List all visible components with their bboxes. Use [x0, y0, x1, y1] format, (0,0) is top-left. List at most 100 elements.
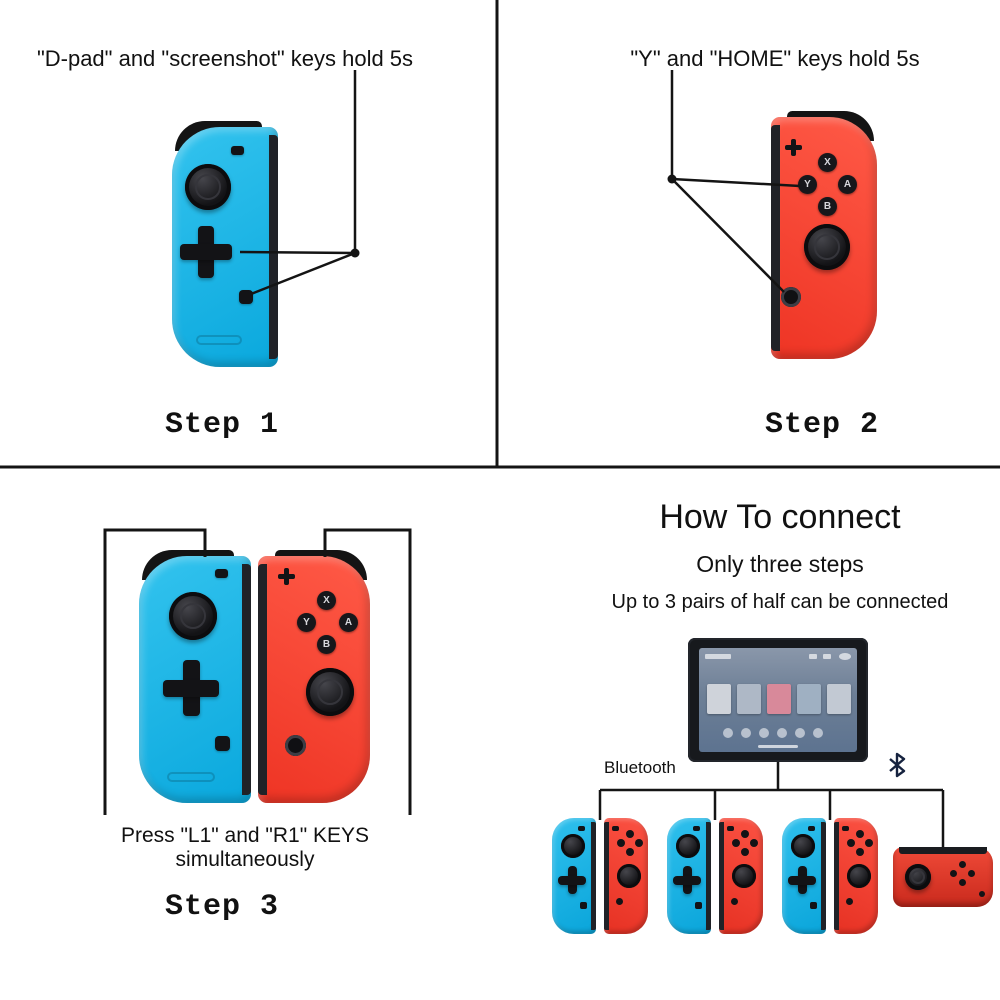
joycon-rail	[604, 822, 609, 930]
capture-button	[580, 902, 587, 909]
button-b: B	[317, 635, 336, 654]
home-button	[781, 287, 801, 307]
button-x: X	[317, 591, 336, 610]
analog-stick	[847, 864, 871, 888]
step3-caption: Press "L1" and "R1" KEYS simultaneously	[120, 824, 370, 871]
button-x	[626, 830, 634, 838]
joycon-right-red-step2: X Y A B	[771, 111, 877, 359]
minus-button	[231, 146, 244, 155]
button-x	[741, 830, 749, 838]
switch-console	[688, 638, 868, 762]
analog-stick	[791, 834, 815, 858]
analog-stick	[732, 864, 756, 888]
dpad	[673, 866, 701, 894]
button-y: Y	[297, 613, 316, 632]
joycon-rail	[242, 564, 251, 795]
mini-joycon-right	[719, 818, 763, 934]
plus-button	[785, 139, 802, 156]
dpad	[163, 660, 219, 716]
analog-stick	[306, 668, 354, 716]
button-y	[847, 839, 855, 847]
step2-label: Step 2	[764, 408, 880, 442]
console-screen	[699, 648, 857, 752]
joycon-rail	[591, 822, 596, 930]
home-button	[846, 898, 853, 905]
joycon-rail	[258, 564, 267, 795]
button-y	[950, 870, 957, 877]
callout-dot	[667, 174, 677, 184]
connect-subtitle: Only three steps	[696, 551, 864, 577]
joycon-rail	[706, 822, 711, 930]
joycon-rail	[834, 822, 839, 930]
button-a	[750, 839, 758, 847]
button-b	[741, 848, 749, 856]
button-a	[865, 839, 873, 847]
minus-button	[215, 569, 228, 578]
home-button	[616, 898, 623, 905]
connect-title: How To connect	[659, 498, 901, 536]
plus-button	[612, 826, 619, 831]
button-y	[617, 839, 625, 847]
button-a: A	[339, 613, 358, 632]
minus-button	[578, 826, 585, 831]
plus-button	[842, 826, 849, 831]
minus-button	[808, 826, 815, 831]
analog-stick	[561, 834, 585, 858]
home-button	[979, 891, 985, 897]
analog-stick	[905, 864, 931, 890]
joycon-left-blue-step1	[172, 121, 278, 367]
connect-note: Up to 3 pairs of half can be connected	[611, 591, 949, 613]
button-x	[959, 861, 966, 868]
capture-button	[810, 902, 817, 909]
button-b	[626, 848, 634, 856]
home-button	[285, 735, 306, 756]
dpad	[558, 866, 586, 894]
capture-button	[695, 902, 702, 909]
mini-joycon-left	[667, 818, 711, 934]
callout-dot	[350, 248, 360, 258]
joycon-pair-2	[667, 818, 763, 936]
horizontal-joycon	[893, 847, 993, 907]
dpad	[788, 866, 816, 894]
mini-joycon-left	[552, 818, 596, 934]
analog-stick	[676, 834, 700, 858]
joycon-rail	[719, 822, 724, 930]
plus-button	[727, 826, 734, 831]
button-x: X	[818, 153, 837, 172]
button-a: A	[838, 175, 857, 194]
step3-label: Step 3	[164, 890, 280, 924]
step1-caption: "D-pad" and "screenshot" keys hold 5s	[36, 46, 414, 71]
step2-caption: "Y" and "HOME" keys hold 5s	[630, 46, 920, 71]
button-y	[732, 839, 740, 847]
capture-button	[215, 736, 230, 751]
button-a	[968, 870, 975, 877]
bluetooth-icon	[889, 752, 906, 778]
dpad	[180, 226, 232, 278]
button-x	[856, 830, 864, 838]
step1-label: Step 1	[164, 408, 280, 442]
joycon-left-blue-step3	[139, 550, 251, 803]
mini-joycon-right	[604, 818, 648, 934]
button-b: B	[818, 197, 837, 216]
ir-window	[196, 335, 242, 345]
mini-joycon-left	[782, 818, 826, 934]
joycon-pair-1	[552, 818, 648, 936]
button-y: Y	[798, 175, 817, 194]
home-button	[731, 898, 738, 905]
analog-stick	[804, 224, 850, 270]
joycon-rail	[821, 822, 826, 930]
minus-button	[693, 826, 700, 831]
button-a	[635, 839, 643, 847]
analog-stick	[185, 164, 231, 210]
joycon-rail	[771, 125, 780, 351]
joycon-right-red-step3: X Y A B	[258, 550, 370, 803]
joycon-pair-3	[782, 818, 878, 936]
capture-button	[239, 290, 253, 304]
plus-button	[278, 568, 295, 585]
button-b	[856, 848, 864, 856]
joycon-rail	[269, 135, 278, 359]
ir-window	[167, 772, 215, 782]
analog-stick	[169, 592, 217, 640]
button-b	[959, 879, 966, 886]
